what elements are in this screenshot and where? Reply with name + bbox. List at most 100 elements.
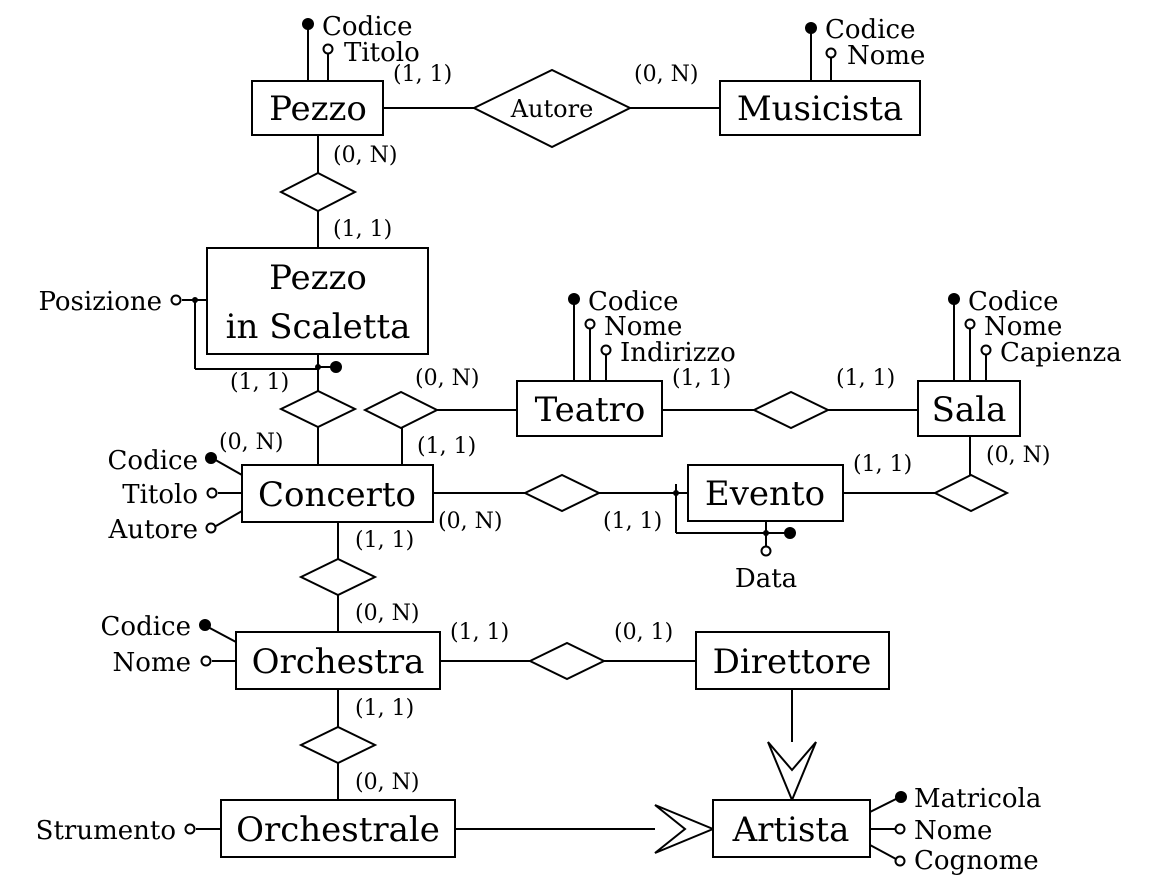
attr-sala-capienza: Capienza [1000,338,1122,368]
attr-sala-codice: Codice [968,287,1058,317]
card-pezzo-autore: (1, 1) [393,62,452,87]
evento-data-dot [760,545,772,557]
entity-teatro-label: Teatro [535,390,646,430]
card-orchestra-orchestrale: (1, 1) [355,696,414,721]
orchestra-nome-dot [200,655,212,667]
teatro-indirizzo-dot [600,344,612,356]
attr-teatro-nome: Nome [604,312,682,342]
relationship-evento-sala[interactable] [932,473,1010,513]
attr-evento-data: Data [735,564,797,594]
relationship-teatro-sala[interactable] [751,390,831,430]
entity-pezzo-in-scaletta-label-line2: in Scaletta [226,307,411,347]
entity-pezzo-label: Pezzo [269,89,367,129]
attr-orchestra-nome: Nome [113,648,191,678]
orchestra-codice-key-dot [199,619,211,631]
entity-orchestra[interactable]: Orchestra [235,631,441,690]
pezzo-titolo-dot [322,43,334,55]
musicista-nome-dot [825,47,837,59]
entity-evento[interactable]: Evento [687,464,844,522]
relationship-concerto-teatro[interactable] [362,390,440,430]
card-sala-evento: (0, N) [986,443,1050,468]
attr-sala-nome: Nome [984,312,1062,342]
attribute-labels: Codice Titolo Codice Nome Posizione Codi… [36,12,1122,876]
relationships: Autore [278,68,1010,765]
entity-artista[interactable]: Artista [712,799,871,858]
card-teatro-sala: (1, 1) [672,366,731,391]
attr-artista-cognome: Cognome [914,846,1039,876]
card-pezzo-down: (0, N) [333,143,397,168]
card-direttore-orchestra: (0, 1) [614,620,673,645]
artista-nome-dot [894,823,906,835]
entity-pezzo-in-scaletta[interactable]: Pezzo in Scaletta [206,247,429,355]
card-orchestrale-orchestra: (0, N) [355,770,419,795]
relationship-concerto-orchestra[interactable] [298,557,378,597]
card-concerto-evento: (0, N) [438,509,502,534]
card-orchestra-direttore: (1, 1) [450,620,509,645]
sala-codice-key-dot [948,293,960,305]
card-scaletta-down: (1, 1) [230,370,289,395]
attr-orchestra-codice: Codice [101,612,191,642]
cardinalities: (1, 1) (0, N) (0, N) (1, 1) (1, 1) (0, N… [219,62,1050,795]
entity-sala-label: Sala [932,390,1007,430]
sala-capienza-dot [980,344,992,356]
attr-teatro-codice: Codice [588,287,678,317]
artista-cognome-dot [894,855,906,867]
entity-teatro[interactable]: Teatro [516,380,663,437]
teatro-codice-key-dot [568,293,580,305]
card-musicista-autore: (0, N) [634,62,698,87]
concerto-autore-dot [205,522,217,534]
attr-concerto-titolo: Titolo [122,480,198,510]
card-evento-concerto: (1, 1) [603,509,662,534]
attr-orchestrale-strumento: Strumento [36,816,176,846]
attr-pezzo-titolo: Titolo [344,38,420,68]
artista-matricola-key-dot [895,791,907,803]
relationship-concerto-evento[interactable] [522,473,602,513]
relationship-pezzo-scaletta[interactable] [278,171,358,213]
relationship-autore[interactable] [471,68,633,149]
entity-evento-label: Evento [705,474,825,514]
attr-teatro-indirizzo: Indirizzo [620,338,736,368]
concerto-codice-key-dot [205,452,217,464]
card-concerto-scaletta: (0, N) [219,430,283,455]
attr-musicista-nome: Nome [847,41,925,71]
entity-orchestrale[interactable]: Orchestrale [220,799,456,858]
orchestrale-strumento-dot [184,823,196,835]
entity-sala[interactable]: Sala [917,380,1021,437]
relationship-autore-label: Autore [510,95,594,123]
attr-concerto-codice: Codice [108,446,198,476]
orchestrale-isa-arrow [654,804,716,854]
attr-artista-nome: Nome [914,816,992,846]
direttore-isa-arrow [767,741,817,803]
entity-artista-label: Artista [732,810,850,850]
card-concerto-teatro: (1, 1) [417,434,476,459]
sala-nome-dot [964,318,976,330]
attribute-stems [182,26,987,860]
entity-direttore-label: Direttore [713,642,872,682]
entities: Pezzo Musicista Pezzo in Scaletta Teatro… [206,80,1021,858]
relationship-orchestra-direttore[interactable] [527,641,607,681]
relationship-scaletta-concerto[interactable] [278,389,358,429]
pezzo-codice-key-dot [302,18,314,30]
evento-identifier-dot [784,527,796,539]
card-evento-sala: (1, 1) [853,452,912,477]
card-teatro-concerto: (0, N) [415,366,479,391]
card-concerto-orchestra: (1, 1) [355,528,414,553]
card-scaletta-up: (1, 1) [333,217,392,242]
entity-concerto[interactable]: Concerto [241,464,434,523]
entity-musicista[interactable]: Musicista [719,80,921,136]
entity-pezzo[interactable]: Pezzo [251,80,384,136]
entity-musicista-label: Musicista [737,89,903,129]
attr-pezzo-codice: Codice [322,12,412,42]
entity-orchestra-label: Orchestra [252,642,425,682]
attr-concerto-autore: Autore [108,515,198,545]
relationship-orchestra-orchestrale[interactable] [298,725,378,765]
attr-scaletta-posizione: Posizione [38,287,162,317]
entity-direttore[interactable]: Direttore [695,631,890,690]
scaletta-identifier-dot [330,361,342,373]
posizione-dot [170,294,182,306]
attribute-markers [170,18,992,867]
attr-artista-matricola: Matricola [914,784,1041,814]
card-sala-teatro: (1, 1) [836,366,895,391]
generalization-arrows [654,741,817,854]
